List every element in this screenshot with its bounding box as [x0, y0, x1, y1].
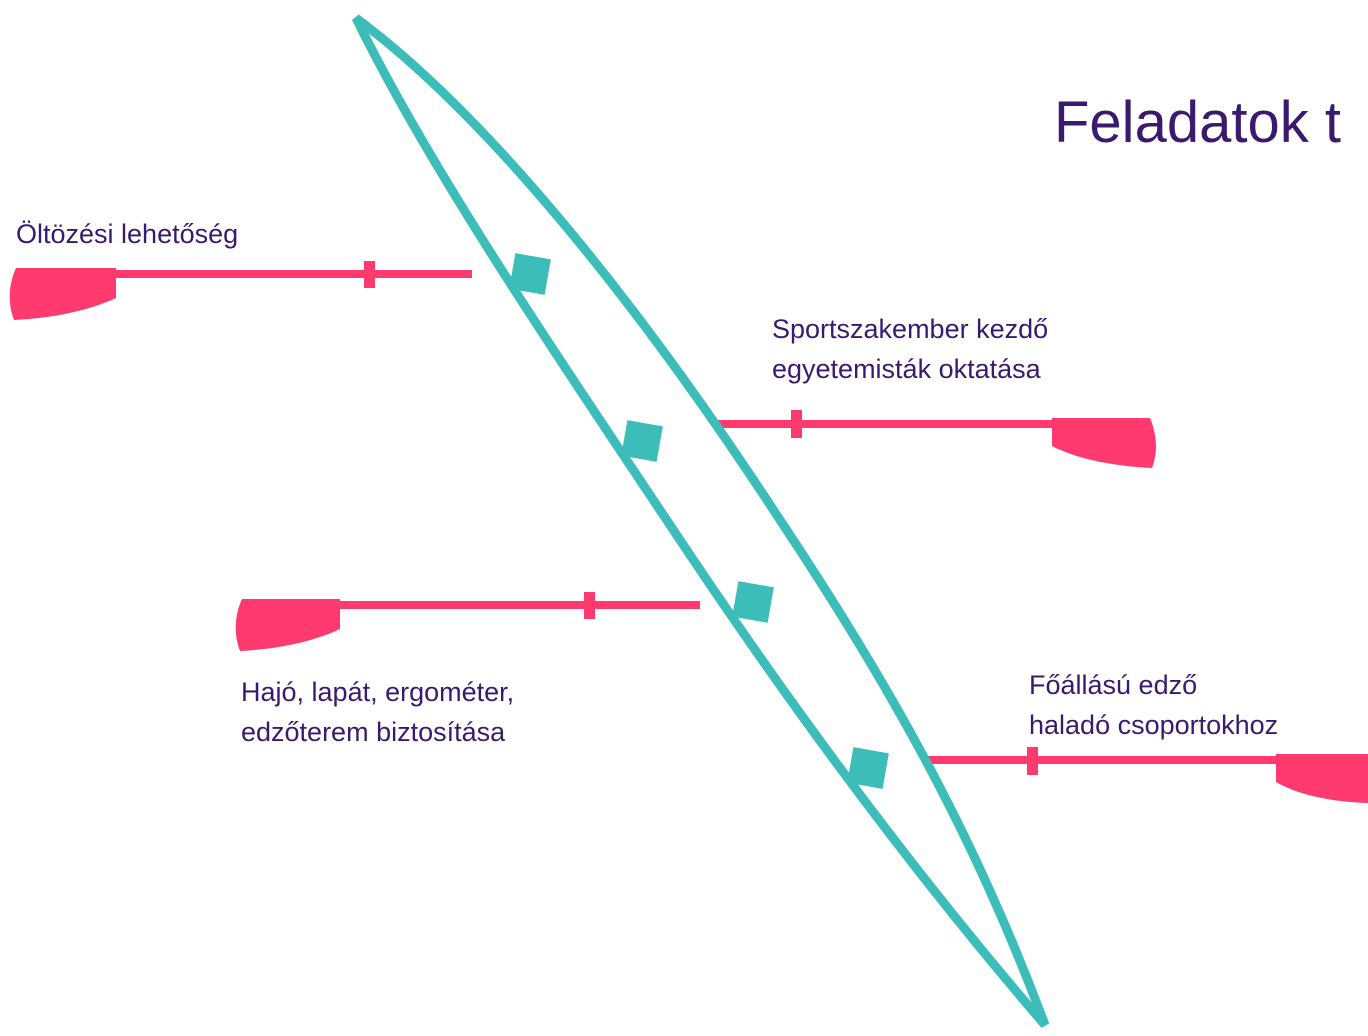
- oar-collar: [584, 592, 595, 619]
- oar-coach: [918, 747, 1368, 803]
- oar-blade: [9, 268, 117, 320]
- label-equipment-line2: edzőterem biztosítása: [241, 717, 506, 747]
- label-educator: Sportszakember kezdő egyetemisták oktatá…: [772, 309, 1048, 389]
- seat-4: [847, 747, 889, 789]
- label-coach-line1: Főállású edző: [1029, 670, 1198, 700]
- oar-collar: [364, 261, 375, 288]
- label-educator-line1: Sportszakember kezdő: [772, 314, 1049, 344]
- oar-educator: [688, 410, 1156, 468]
- label-equipment: Hajó, lapát, ergométer, edzőterem biztos…: [241, 672, 514, 752]
- label-clothing: Öltözési lehetőség: [16, 214, 238, 254]
- boat-hull: [351, 14, 1050, 1028]
- boat-seats: [509, 253, 889, 789]
- slide-title: Feladatok t: [1054, 90, 1341, 155]
- seat-3: [732, 581, 774, 623]
- label-equipment-line1: Hajó, lapát, ergométer,: [241, 677, 515, 707]
- oar-collar: [1027, 747, 1038, 775]
- label-educator-line2: egyetemisták oktatása: [772, 354, 1041, 384]
- oar-blade: [1052, 418, 1156, 468]
- label-coach: Főállású edző haladó csoportokhoz: [1029, 665, 1278, 745]
- oar-equipment: [235, 592, 700, 651]
- seat-1: [509, 253, 551, 295]
- oar-blade: [235, 599, 340, 651]
- oar-collar: [791, 410, 802, 438]
- label-coach-line2: haladó csoportokhoz: [1029, 710, 1279, 740]
- oar-clothing: [9, 261, 472, 320]
- oar-blade: [1276, 754, 1368, 803]
- label-clothing-text: Öltözési lehetőség: [16, 219, 239, 249]
- seat-2: [621, 420, 663, 462]
